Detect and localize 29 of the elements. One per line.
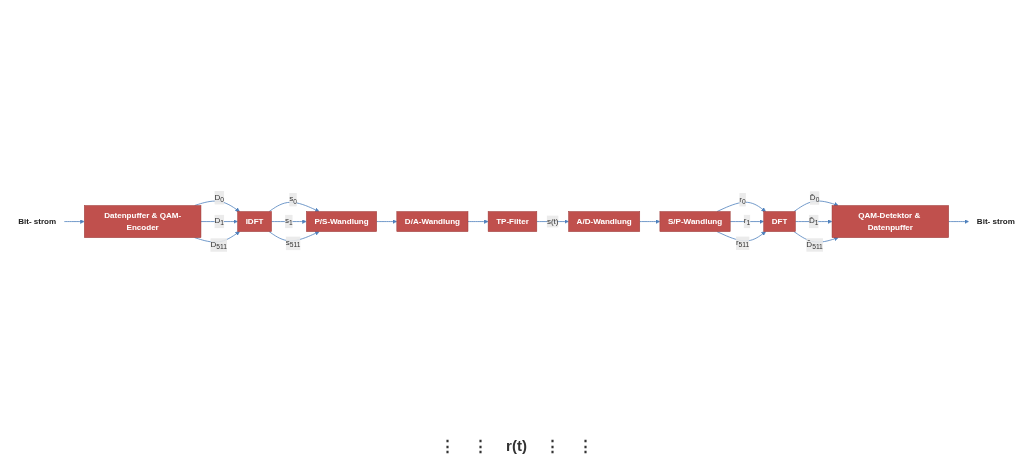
node-box: D/A-Wandlung — [396, 211, 469, 232]
edge-label: D̂$_{511}$ — [806, 239, 823, 251]
edge-label: s$_{511}$ — [285, 238, 301, 249]
node-box: S/P-Wandlung — [659, 211, 731, 232]
edge-label: D$_{1}$ — [214, 216, 225, 227]
signal-label: ⋮ — [577, 437, 593, 455]
node-box: Datenpuffer & QAM-Encoder — [84, 205, 202, 238]
edge-label: s(t) — [546, 217, 559, 226]
signal-label: r(t) — [506, 437, 527, 455]
edge-label: r$_{1}$ — [743, 216, 751, 227]
edge-label: D$_{511}$ — [210, 239, 227, 251]
signal-label: ⋮ — [544, 437, 560, 455]
node-box: IDFT — [237, 211, 272, 232]
node-box: TP-Filter — [487, 211, 538, 232]
edge-label: D̂$_{0}$ — [809, 192, 820, 204]
edge-label: s$_{1}$ — [285, 216, 293, 227]
signal-label: ⋮ — [473, 437, 489, 455]
node-box: QAM-Detektor & Datenpuffer — [831, 205, 949, 238]
node-text: Bit- strom — [976, 217, 1015, 226]
node-box: A/D-Wandlung — [568, 211, 641, 232]
edge-label: D$_{0}$ — [214, 192, 225, 204]
signal-label: ⋮ — [440, 437, 456, 455]
edge-label: r$_{511}$ — [735, 237, 750, 249]
node-box: P/S-Wandlung — [306, 211, 377, 232]
edge-label: D̂$_{1}$ — [808, 216, 819, 227]
edge-label: r$_{0}$ — [739, 194, 746, 206]
node-text: Bit- strom — [18, 217, 57, 226]
node-box: DFT — [763, 211, 796, 232]
edge-label: s$_{0}$ — [289, 194, 298, 206]
